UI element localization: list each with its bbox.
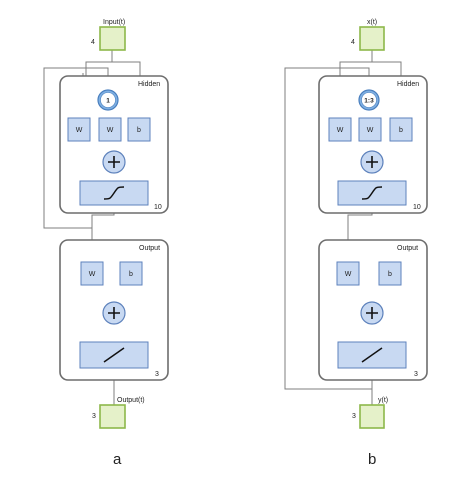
weight-label-w2-a: W [107, 127, 114, 134]
hidden-title-b: Hidden [397, 81, 419, 88]
diagram-a: Input(t) 4 Hidden 10 1 W W b Output 3 [43, 19, 169, 468]
bias-label-out-a: b [129, 271, 133, 278]
hidden-layer-a [59, 75, 169, 214]
output-node-size-b: 3 [352, 413, 356, 420]
weight-box-out-a [80, 261, 104, 286]
output-label-a: Output(t) [117, 397, 145, 404]
bias-box-b [389, 117, 413, 142]
purelin-icon [103, 347, 125, 363]
sum-icon [360, 150, 384, 174]
input-size-b: 4 [351, 39, 355, 46]
bias-box-out-a [119, 261, 143, 286]
output-node-b [359, 404, 385, 429]
weight-box-w1-a [67, 117, 91, 142]
tansig-icon [103, 186, 125, 200]
input-node-a [99, 26, 126, 51]
output-title-a: Output [139, 245, 160, 252]
output-node-size-a: 3 [92, 413, 96, 420]
weight-box-w2-b [358, 117, 382, 142]
bias-box-a [127, 117, 151, 142]
weight-box-out-b [336, 261, 360, 286]
output-size-a: 3 [155, 371, 159, 378]
hidden-title-a: Hidden [138, 81, 160, 88]
output-size-b: 3 [414, 371, 418, 378]
weight-label-w1-a: W [76, 127, 83, 134]
input-node-b [359, 26, 385, 51]
weight-label-w1-b: W [337, 127, 344, 134]
weight-label-w2-b: W [367, 127, 374, 134]
weight-label-out-a: W [89, 271, 96, 278]
bias-label-a: b [137, 127, 141, 134]
weight-box-w2-a [98, 117, 122, 142]
delay-clock-icon: 1 [97, 89, 119, 111]
caption-b: b [368, 451, 376, 468]
input-label-b: x(t) [367, 19, 377, 26]
delay-value-b: 1:3 [364, 98, 374, 105]
delay-value-a: 1 [106, 98, 110, 105]
caption-a: a [113, 451, 122, 468]
purelin-icon [361, 347, 383, 363]
input-label-a: Input(t) [103, 19, 125, 26]
output-label-b: y(t) [378, 397, 388, 404]
output-title-b: Output [397, 245, 418, 252]
bias-label-b: b [399, 127, 403, 134]
sum-icon [102, 150, 126, 174]
hidden-size-a: 10 [154, 204, 162, 211]
weight-box-w1-b [328, 117, 352, 142]
output-node-a [99, 404, 126, 429]
tansig-icon [361, 186, 383, 200]
input-size-a: 4 [91, 39, 95, 46]
diagram-b: x(t) 4 Hidden 10 1:3 W W b Output 3 W b [284, 19, 428, 468]
bias-box-out-b [378, 261, 402, 286]
delay-clock-icon: 1:3 [358, 89, 380, 111]
hidden-layer-b [318, 75, 428, 214]
bias-label-out-b: b [388, 271, 392, 278]
sum-icon [102, 301, 126, 325]
weight-label-out-b: W [345, 271, 352, 278]
sum-icon [360, 301, 384, 325]
hidden-size-b: 10 [413, 204, 421, 211]
